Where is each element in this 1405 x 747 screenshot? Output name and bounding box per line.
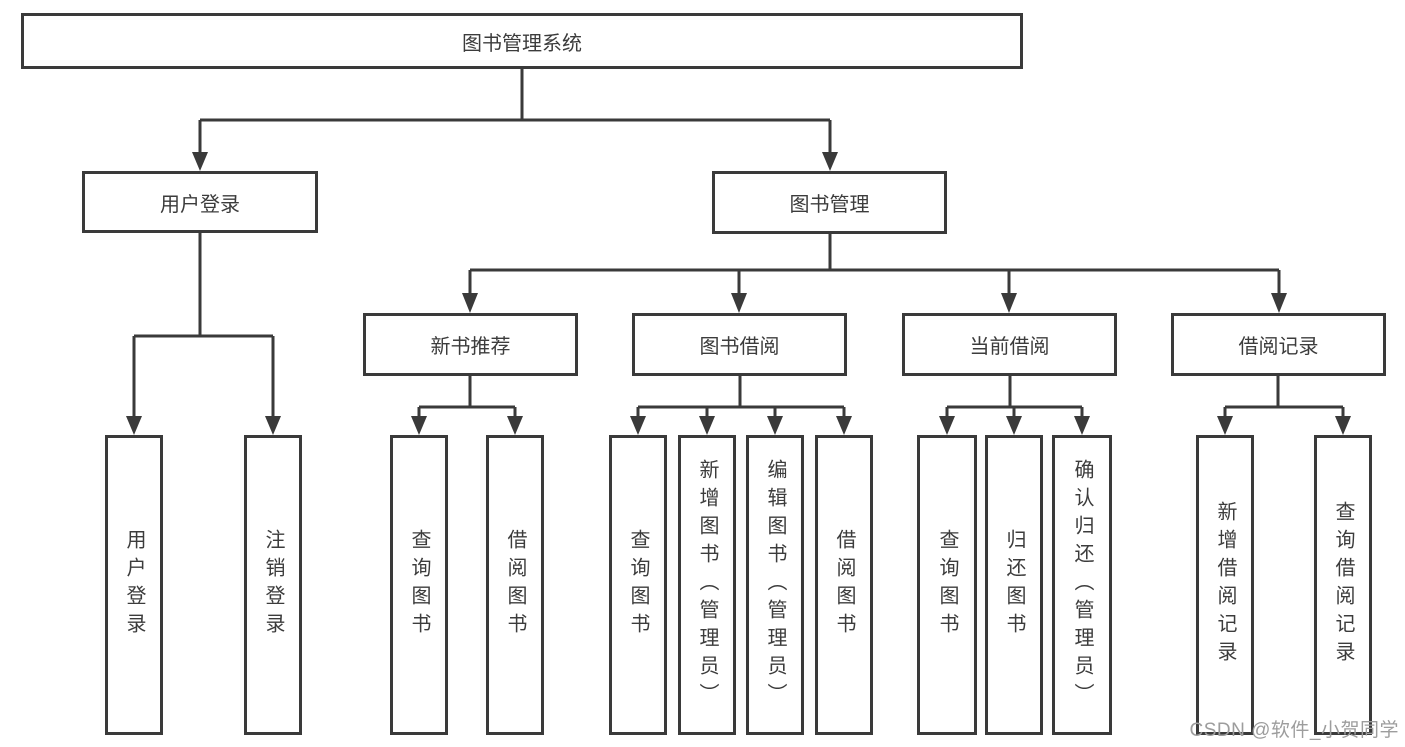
- node-label: 图书借阅: [699, 336, 780, 358]
- leaf-add-borrow-record: 新增借阅记录: [1196, 435, 1254, 735]
- leaf-borrow-edit-book-admin: 编辑图书（管理员）: [746, 435, 804, 735]
- leaf-label: 确认归还（管理员）: [1071, 459, 1093, 711]
- node-label: 新书推荐: [430, 336, 511, 358]
- leaf-confirm-return-admin: 确认归还（管理员）: [1052, 435, 1112, 735]
- node-user-login: 用户登录: [82, 171, 318, 233]
- leaf-label: 借阅图书: [504, 529, 526, 641]
- leaf-new-book-query: 查询图书: [390, 435, 448, 735]
- node-label: 图书管理系统: [462, 32, 582, 55]
- connector-book-borrow-children: [630, 376, 852, 435]
- node-book-management: 图书管理: [712, 171, 947, 234]
- connector-book-management-children: [462, 234, 1287, 313]
- node-current-borrow: 当前借阅: [902, 313, 1117, 376]
- leaf-label: 查询图书: [408, 529, 430, 641]
- node-borrow-record: 借阅记录: [1171, 313, 1386, 376]
- leaf-borrow-book: 借阅图书: [815, 435, 873, 735]
- leaf-label: 借阅图书: [833, 529, 855, 641]
- leaf-current-query-book: 查询图书: [917, 435, 977, 735]
- leaf-borrow-add-book-admin: 新增图书（管理员）: [678, 435, 736, 735]
- node-label: 当前借阅: [969, 336, 1050, 358]
- leaf-label: 注销登录: [262, 529, 284, 641]
- node-book-borrow: 图书借阅: [632, 313, 847, 376]
- leaf-new-book-borrow: 借阅图书: [486, 435, 544, 735]
- leaf-return-book: 归还图书: [985, 435, 1043, 735]
- node-label: 用户登录: [160, 193, 240, 216]
- connector-root-to-level2: [192, 69, 838, 171]
- node-label: 借阅记录: [1238, 336, 1319, 358]
- leaf-label: 新增借阅记录: [1214, 501, 1236, 669]
- connector-new-book-children: [411, 376, 523, 435]
- leaf-label: 用户登录: [123, 529, 145, 641]
- leaf-borrow-query-book: 查询图书: [609, 435, 667, 735]
- leaf-logout: 注销登录: [244, 435, 302, 735]
- leaf-label: 归还图书: [1003, 529, 1025, 641]
- node-label: 图书管理: [789, 194, 870, 216]
- node-library-management-system: 图书管理系统: [21, 13, 1023, 69]
- leaf-label: 编辑图书（管理员）: [764, 459, 786, 711]
- connector-user-login-children: [126, 233, 281, 435]
- connector-current-borrow-children: [939, 376, 1090, 435]
- watermark: CSDN @软件_小贺同学: [1189, 720, 1399, 741]
- leaf-label: 新增图书（管理员）: [696, 459, 718, 711]
- leaf-label: 查询借阅记录: [1332, 501, 1354, 669]
- leaf-label: 查询图书: [627, 529, 649, 641]
- connector-borrow-record-children: [1217, 376, 1351, 435]
- node-new-book-recommend: 新书推荐: [363, 313, 578, 376]
- leaf-user-login: 用户登录: [105, 435, 163, 735]
- leaf-label: 查询图书: [936, 529, 958, 641]
- leaf-query-borrow-record: 查询借阅记录: [1314, 435, 1372, 735]
